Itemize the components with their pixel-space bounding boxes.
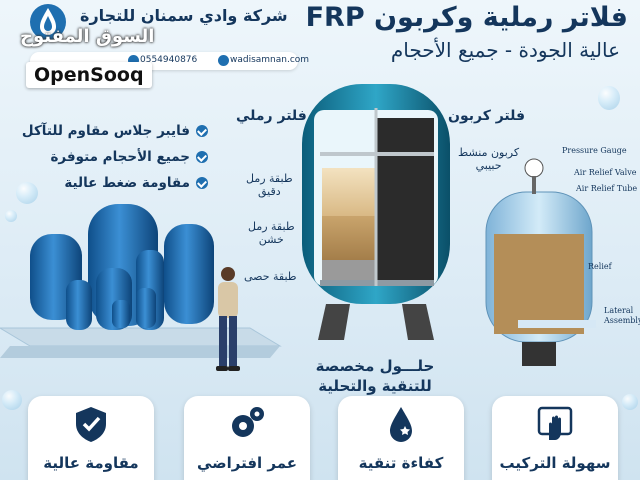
feature-card-resistance: مقاومة عالية [28,396,154,480]
water-drop-decoration [598,86,620,110]
solutions-tagline: حلـــول مخصصة للتنقية والتحلية [315,357,435,396]
feature-item: مقاومة ضغط عالية [8,170,208,196]
page-title: فلاتر رملية وكربون FRP [305,2,628,33]
water-drop-decoration [16,182,38,204]
check-icon [196,125,208,137]
card-title: كفاءة تنقية [358,454,444,472]
card-title: عمر افتراضي [196,454,298,472]
carbon-filter-label: فلتر كربون [448,108,526,124]
water-drop-icon [390,407,412,442]
feature-item: فايبر جلاس مقاوم للتآكل [8,118,208,144]
features-list: فايبر جلاس مقاوم للتآكل جميع الأحجام متو… [8,118,208,196]
company-name: شركة وادي سمنان للتجارة [80,6,288,25]
watermark-badge: OpenSooq [26,62,152,88]
check-icon [196,177,208,189]
pressure-gauge-label: Pressure Gauge [562,146,627,155]
water-drop-decoration [622,394,638,410]
phone-icon [128,55,139,66]
lateral-label: Lateral [604,306,634,315]
water-drop-decoration [5,210,17,222]
air-relief-valve-label: Air Relief Valve [574,168,637,177]
gears-icon [232,407,264,437]
coarse-sand-layer-label: طبقة رمل خشن [248,220,295,247]
feature-card-lifespan: عمر افتراضي [184,396,310,480]
watermark-arabic: السوق المفتوح [20,26,155,47]
globe-icon [218,55,229,66]
contact-phone: 0554940876 [140,55,198,65]
tanks-illustration [0,204,282,358]
fine-sand-layer-label: طبقة رمل دقيق [246,172,293,199]
person-figure [216,267,240,371]
feature-card-installation: سهولة التركيب [492,396,618,480]
card-title: مقاومة عالية [43,454,139,472]
company-logo-icon [30,4,66,40]
sand-filter-label: فلتر رملي [236,108,307,124]
feature-item: جميع الأحجام متوفرة [8,144,208,170]
assembly-label: Assembly [604,316,640,325]
filter-detail-illustration [485,158,596,366]
page-subtitle: عالية الجودة - جميع الأحجام [390,38,620,62]
shield-check-icon [76,407,106,442]
carbon-layer-label: كربون منشط حبيبي [458,146,520,173]
check-icon [196,151,208,163]
hand-icon [537,406,573,440]
filter-cutaway-illustration [302,84,450,340]
card-title: سهولة التركيب [499,454,611,472]
gravel-layer-label: طبقة حصى [244,270,297,283]
contact-website[interactable]: wadisamnan.com [230,55,310,65]
feature-card-efficiency: كفاءة تنقية [338,396,464,480]
relief-label: Relief [588,262,612,271]
air-relief-tube-label: Air Relief Tube [576,184,638,193]
water-drop-decoration [2,390,22,410]
